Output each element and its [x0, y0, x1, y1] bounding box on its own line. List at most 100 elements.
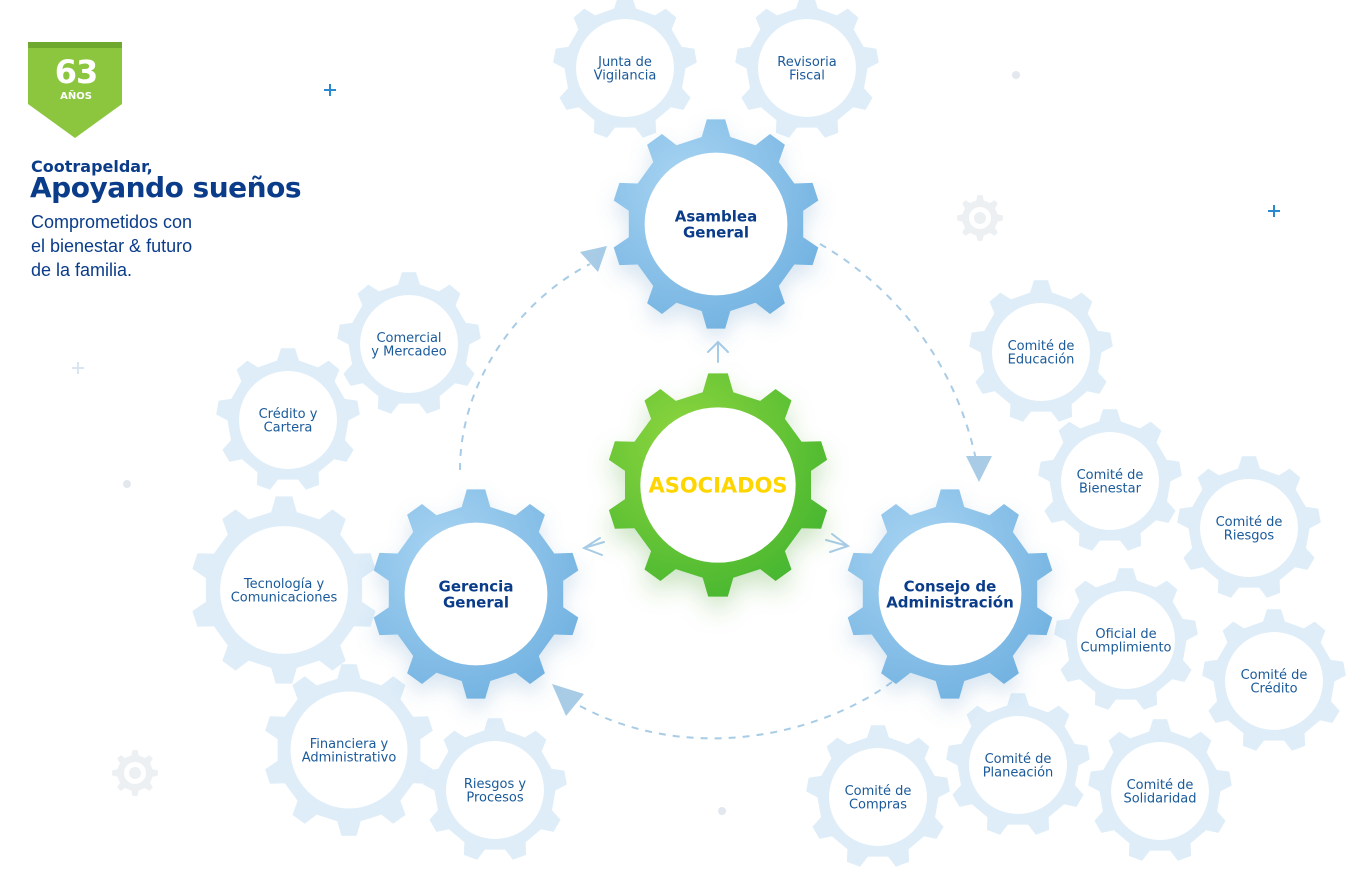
core-gear: ASOCIADOS: [608, 373, 828, 597]
gear-label: Oficial de: [1095, 627, 1156, 642]
gear-label: Cumplimiento: [1080, 640, 1171, 655]
slogan: Apoyando sueños: [30, 171, 301, 204]
anniversary-label: AÑOS: [60, 91, 92, 102]
gear-label: Comité de: [1127, 778, 1194, 793]
gear-label: Educación: [1008, 352, 1075, 367]
background-decorations: [72, 71, 1280, 815]
gear-label: Comité de: [1216, 515, 1283, 530]
arrowhead-up-icon: [580, 246, 607, 272]
gear-label: y Mercadeo: [371, 344, 446, 359]
tagline-line: de la familia.: [31, 260, 133, 280]
tagline-line: el bienestar & futuro: [31, 236, 193, 256]
dot-icon: [1012, 71, 1020, 79]
chevron-right-icon: [825, 533, 851, 553]
gear-hub: [220, 526, 348, 654]
gear-label: Comité de: [1241, 668, 1308, 683]
gear-label: Crédito: [1250, 681, 1297, 696]
dot-icon: [718, 807, 726, 815]
gear-hub: [446, 741, 544, 839]
gear-hub: [644, 152, 788, 296]
plus-icon: [72, 362, 84, 374]
gear-label: Comité de: [845, 784, 912, 799]
tagline-line: Comprometidos con: [31, 212, 193, 232]
gear-hub: [758, 19, 856, 117]
arrowhead-left-icon: [552, 684, 584, 716]
gear-hub: [1225, 632, 1323, 730]
gear-hub: [1200, 479, 1298, 577]
gear-hub: [576, 19, 674, 117]
gear-label: Planeación: [983, 765, 1054, 780]
gear-label: Consejo de: [904, 577, 997, 595]
gear-label: Solidaridad: [1123, 791, 1196, 806]
gear-label: General: [443, 593, 509, 611]
gear-label: Fiscal: [789, 68, 825, 83]
gear-label: Comercial: [376, 331, 441, 346]
arrowhead-down-icon: [966, 456, 992, 482]
gear-label: Asamblea: [675, 207, 757, 225]
gear-label: Procesos: [466, 790, 523, 805]
gear-hub: [829, 748, 927, 846]
gear-label: Vigilancia: [594, 68, 657, 83]
gear-hub: [969, 716, 1067, 814]
gear-label: Administrativo: [302, 750, 397, 765]
gear-label: Crédito y: [259, 407, 318, 422]
gear-label: Cartera: [264, 420, 313, 435]
brand-name: Cootrapeldar,: [31, 157, 153, 176]
gear-label: Revisoria: [777, 55, 836, 70]
gear-label: Administración: [886, 593, 1014, 611]
gear-hub: [640, 407, 796, 563]
gear-label: Riesgos: [1224, 528, 1275, 543]
gear-label: Comunicaciones: [231, 590, 338, 605]
gear-label: Comité de: [985, 752, 1052, 767]
chevron-up-icon: [707, 340, 729, 363]
cycle-arrows: [459, 243, 992, 740]
gear-hub: [992, 303, 1090, 401]
gear-hub: [239, 371, 337, 469]
anniversary-number: 63: [54, 53, 99, 91]
gear-icon-center: [974, 212, 986, 224]
gear-label: Junta de: [597, 55, 652, 70]
anniversary-badge: [28, 42, 122, 138]
gear-label: General: [683, 223, 749, 241]
gear-hub: [878, 522, 1022, 666]
tagline: Comprometidos con el bienestar & futuro …: [31, 210, 251, 282]
gear-label: Financiera y: [310, 737, 389, 752]
gear-hub: [290, 691, 408, 809]
gear-label: Compras: [849, 797, 907, 812]
gear-icon-center: [129, 767, 141, 779]
gear-hub: [1077, 591, 1175, 689]
plus-icon: [324, 84, 336, 96]
cycle-arrow-right: [819, 243, 979, 471]
cycle-arrow-bottom: [579, 681, 893, 740]
plus-icon: [1268, 205, 1280, 217]
cycle-arrow-left: [459, 263, 591, 471]
gear-label: ASOCIADOS: [648, 473, 787, 497]
gear-hub: [404, 522, 548, 666]
gear-hub: [360, 295, 458, 393]
chevron-left-icon: [581, 537, 605, 556]
gear-label: Bienestar: [1079, 481, 1142, 496]
gear-hub: [1111, 742, 1209, 840]
gear-hub: [1061, 432, 1159, 530]
dot-icon: [123, 480, 131, 488]
gear-label: Comité de: [1077, 468, 1144, 483]
